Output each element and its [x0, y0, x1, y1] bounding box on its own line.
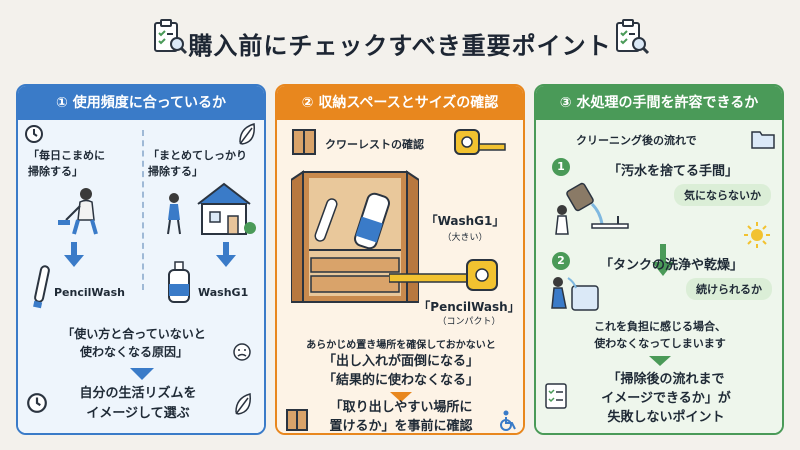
clipboard-search-icon	[616, 19, 650, 55]
closet-check-label: クワーレストの確認	[325, 138, 424, 151]
burden-text: これを負担に感じる場合、 使わなくなってしまいます	[594, 320, 726, 350]
clipboard-search-icon	[154, 19, 188, 55]
column-heading: ② 収納スペースとサイズの確認	[277, 86, 523, 120]
column-water-handling: ③ 水処理の手間を許容できるか クリーニング後の流れで 1 「汚水を捨てる手間」…	[534, 84, 784, 435]
feather-icon	[235, 393, 251, 415]
washg1-title: 「WashG1」	[425, 214, 505, 228]
sun-icon	[744, 222, 770, 248]
pouring-water-icon	[555, 182, 629, 235]
washg1-icon	[168, 261, 190, 303]
triangle-down-icon	[390, 392, 412, 402]
arrow-down-icon	[216, 242, 236, 267]
washg1-label: WashG1	[198, 286, 249, 299]
advice-text: 自分の生活リズムを イメージして選ぶ	[79, 386, 197, 421]
checklist-icon	[545, 383, 567, 409]
advice-text: 「掃除後の流れまで イメージできるか」が 失敗しないポイント	[601, 372, 731, 425]
folder-icon	[751, 131, 775, 149]
tape-measure-icon	[454, 129, 506, 155]
arrow-down-icon	[652, 244, 674, 276]
page-title: 購入前にチェックすべき重要ポイント	[188, 32, 612, 60]
intro-text: あらかじめ置き場所を確保しておかないと	[306, 340, 496, 351]
daily-quote: 「毎日こまめに 掃除する」	[28, 149, 105, 178]
column-heading: ① 使用頻度に合っているか	[18, 86, 264, 120]
pencilwash-title: 「PencilWash」	[418, 300, 520, 314]
washing-tank-icon	[551, 277, 599, 311]
warning-text: 「使い方と合っていないと 使わなくなる原因」	[62, 327, 206, 359]
step-1-badge: 1	[552, 158, 570, 176]
house-icon	[167, 182, 256, 235]
weekly-quote: 「まとめてしっかり 掃除する」	[148, 149, 247, 178]
clock-icon	[25, 125, 43, 143]
arrow-down-icon	[64, 242, 84, 267]
consequence-text: 「出し入れが面倒になる」 「結果的に使わなくなる」	[322, 354, 479, 388]
step-1-text: 「汚水を捨てる手間」	[608, 164, 739, 179]
step-1-question: 気にならないか	[674, 184, 771, 206]
wheelchair-icon	[500, 410, 516, 431]
tape-measure-icon	[389, 259, 498, 291]
step-2-question: 続けられるか	[686, 278, 772, 300]
triangle-down-icon	[130, 368, 154, 380]
step-2-badge: 2	[552, 252, 570, 270]
closet-icon	[292, 129, 316, 155]
clock-icon	[27, 393, 47, 413]
step-2-text: 「タンクの洗浄や乾燥」	[600, 258, 744, 273]
triangle-down-icon	[649, 356, 671, 366]
advice-text: 「取り出しやすい場所に 置けるか」を事前に確認	[329, 400, 473, 434]
feather-icon	[239, 123, 255, 145]
wardrobe-illustration	[291, 170, 419, 303]
column-heading: ③ 水処理の手間を許容できるか	[536, 86, 782, 120]
divider	[142, 130, 144, 290]
pencilwash-size-note: （コンパクト）	[437, 317, 501, 327]
column-usage-frequency: ① 使用頻度に合っているか 「毎日こまめに 掃除する」 PencilWash	[16, 84, 266, 435]
column-storage-size: ② 収納スペースとサイズの確認 クワーレストの確認 「WashG1」 （大きい）	[275, 84, 525, 435]
pencilwash-icon	[33, 265, 50, 309]
washg1-size-note: （大きい）	[442, 233, 488, 243]
flow-label: クリーニング後の流れで	[576, 134, 697, 147]
cabinet-icon	[286, 409, 308, 431]
pencilwash-label: PencilWash	[54, 286, 125, 299]
person-cleaning-icon	[58, 188, 98, 235]
worried-face-icon	[233, 343, 251, 361]
